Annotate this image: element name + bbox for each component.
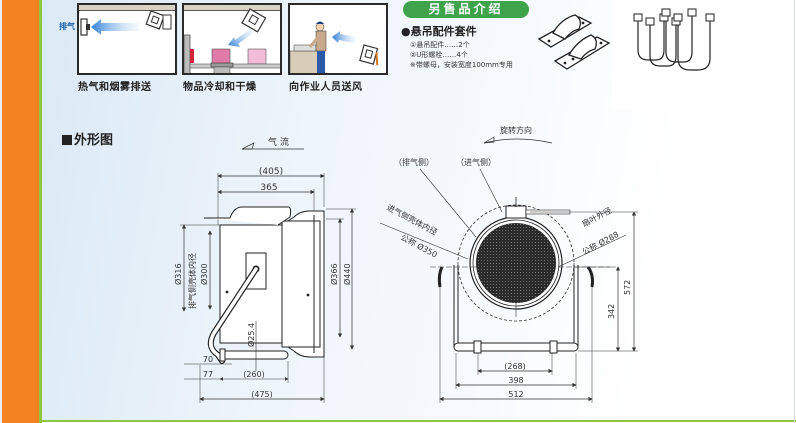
accessory-kit-title: ●悬吊配件套件 [401,25,477,38]
dim-exhaust-outer-dia: Ø316 [173,263,183,285]
dim-70: 70 [203,355,213,364]
blade-value: 公称 Ø288 [580,229,620,257]
caption-worker: 向作业人员送风 [289,82,363,93]
rotation-arrow-icon [483,138,553,144]
intake-inner-label: 进气侧壳体内径 [385,202,439,237]
dim-body-length: 365 [260,183,277,193]
dim-77: 77 [203,370,213,379]
dim-inner-base: (268) [504,362,526,371]
exhaust-inner-label: 排气侧壳体内径 [187,253,197,309]
green-divider-bottom [39,420,796,422]
dim-base-total: (475) [251,390,273,399]
blade-label: 扇叶外径 [580,205,613,229]
caption-exhaust: 热气和烟雾排送 [78,82,152,93]
worker-scene-illustration [290,21,379,73]
airflow-arrow-icon [228,29,253,47]
scene-exhaust [77,3,177,75]
dim-total-height: 572 [623,280,632,295]
dim-exhaust-inner-dia: Ø300 [199,263,209,285]
accessory-line-2: ②U形螺栓……4个 [410,51,468,59]
dim-pipe-dia: Ø25.4 [246,323,256,347]
accessory-line-1: ①悬吊配件……2个 [410,41,470,49]
dim-intake-inner-dia: Ø366 [329,263,339,285]
airflow-arrow-icon [91,19,139,35]
rotation-label: 旋转方向 [500,125,532,135]
exhaust-side-label: （排气侧） [394,157,434,167]
caption-cooling: 物品冷却和干燥 [183,82,257,93]
exhaust-scene-illustration [80,10,172,36]
front-view-drawing: 旋转方向 （排气侧） （进气侧） 进气侧壳体内径 公称 Ø350 扇叶外径 公称… [380,125,638,403]
u-bolt-illustration [633,8,715,71]
cooling-scene-illustration [184,8,280,73]
dim-intake-outer-dia: Ø440 [342,263,352,285]
green-divider-vertical [39,0,42,423]
airflow-label: 气 流 [268,136,289,148]
scene-worker [288,3,388,75]
square-bullet-icon [62,135,72,145]
exhaust-label: 排气 [59,22,75,31]
airflow-arrow-icon [332,31,356,43]
accessories-badge: 另售品介绍 [403,1,529,18]
side-view-drawing: 气 流 (405) 365 Ø316 排气侧壳体 [173,136,356,403]
section-title: 外形图 [62,129,113,148]
intake-side-label: （进气侧） [456,157,496,167]
accessory-line-3: ※带螺母，安装宽度100mm专用 [410,61,513,69]
dim-overall-length: (405) [259,167,283,177]
hanging-bracket-illustration [537,14,611,70]
orange-side-band [0,0,39,423]
dim-base-span: (260) [243,370,265,379]
section-title-text: 外形图 [74,133,114,148]
right-border [794,0,795,423]
dim-base-width: 398 [508,376,523,385]
dim-total-width: 512 [508,390,523,399]
scene-cooling [182,3,282,75]
dim-axis-height: 342 [607,304,616,319]
